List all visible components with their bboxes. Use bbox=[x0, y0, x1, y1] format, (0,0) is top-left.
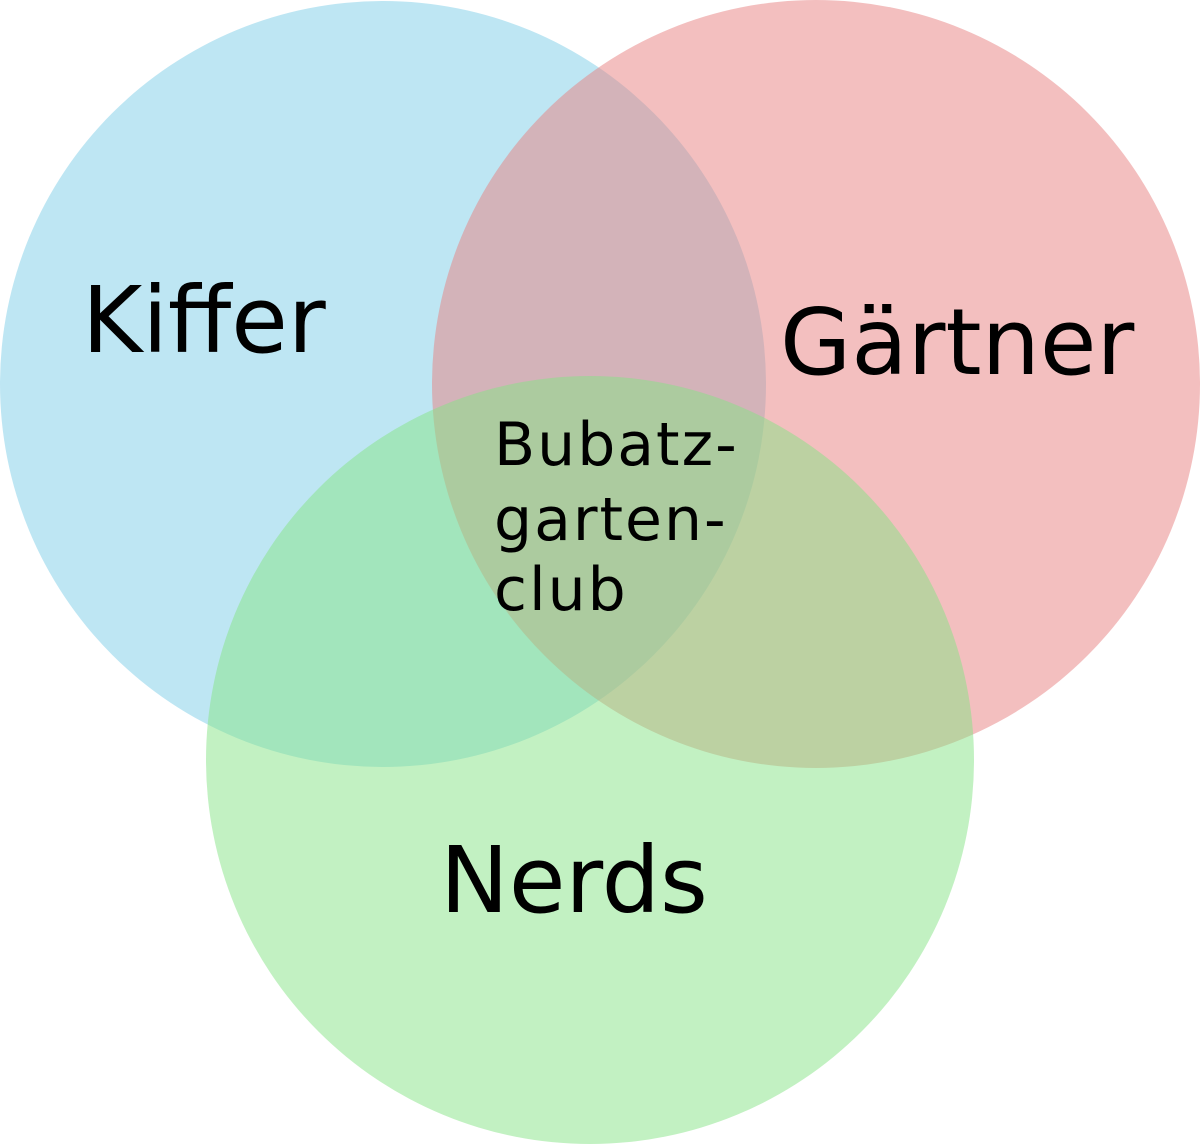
circle-nerds bbox=[206, 376, 974, 1144]
intersection-label-line-2: garten- bbox=[494, 485, 728, 555]
intersection-label-line-1: Bubatz- bbox=[494, 410, 739, 480]
label-kiffer: Kiffer bbox=[82, 267, 326, 374]
label-nerds: Nerds bbox=[440, 827, 708, 934]
intersection-label-line-3: club bbox=[494, 555, 628, 625]
label-gaertner: Gärtner bbox=[780, 289, 1134, 396]
